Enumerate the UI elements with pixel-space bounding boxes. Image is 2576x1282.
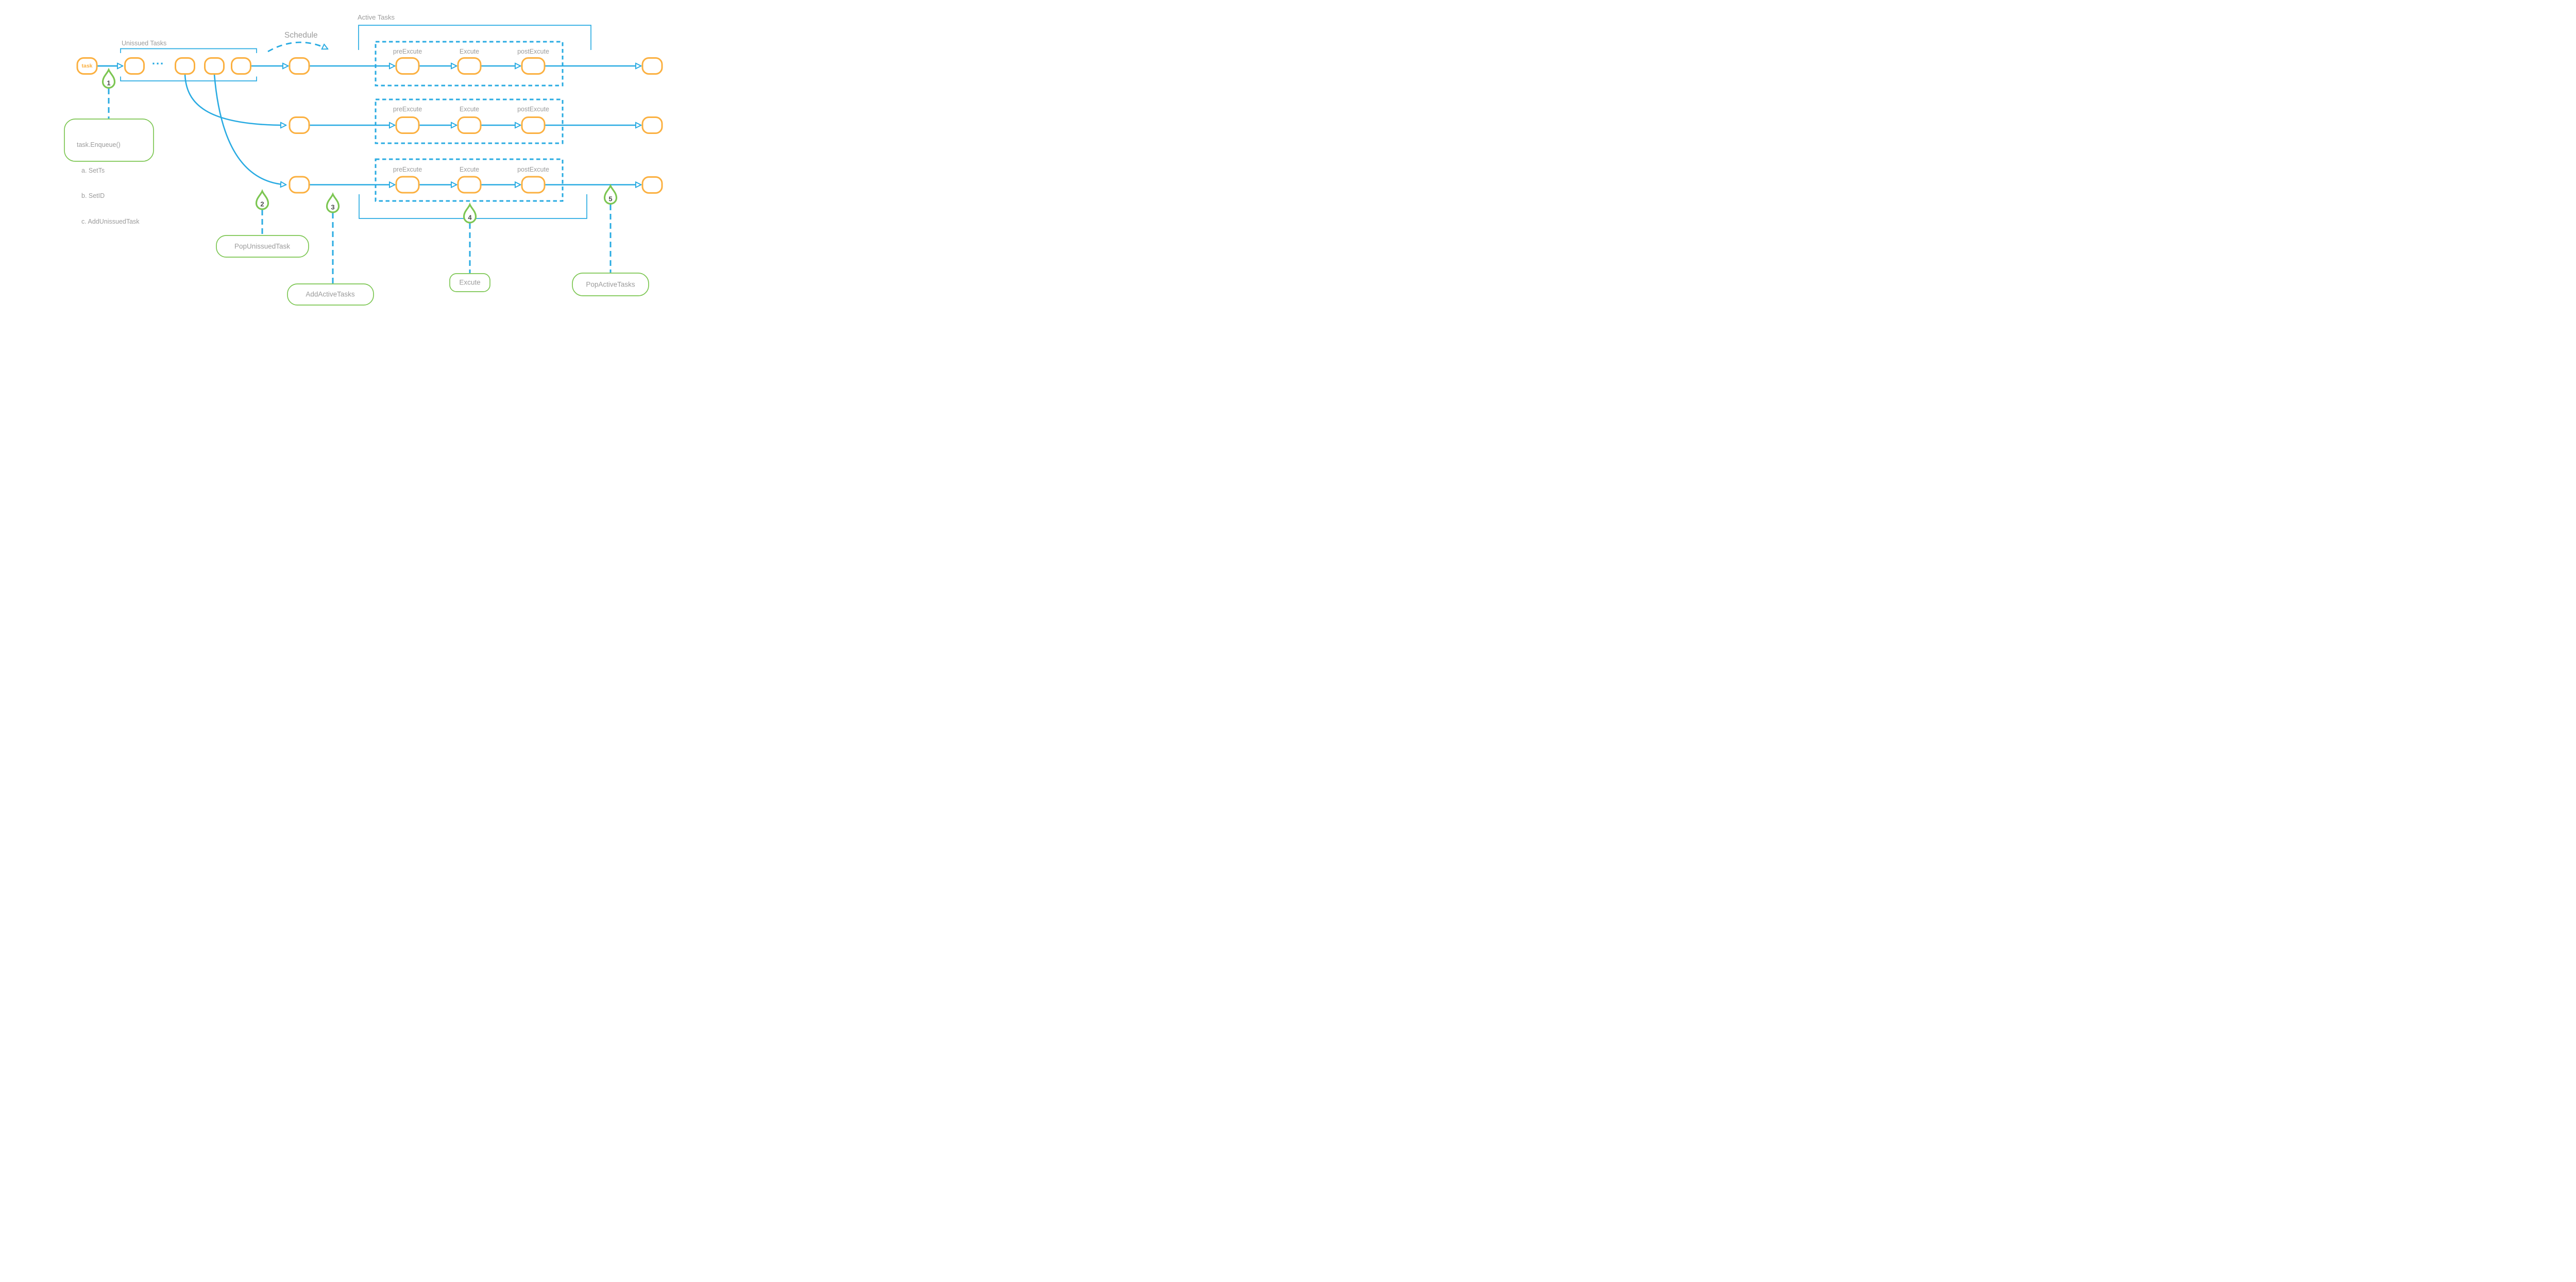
enqueue-line-4: c. AddUnissuedTask [81, 217, 140, 225]
pin-number-5: 5 [608, 195, 613, 203]
unissued-bracket-bottom [120, 76, 257, 81]
pipeline-box-row3 [375, 158, 564, 202]
diagram-canvas: Unissued Tasks Schedule Active Tasks tas… [0, 0, 778, 320]
node-excute-row1 [457, 57, 482, 75]
curve-queue-to-row3 [213, 74, 286, 185]
callout-box-popactive [572, 273, 649, 296]
node-preexcute-row3 [395, 176, 420, 194]
task-node-label: task [81, 63, 93, 69]
stage-label-pre-row1: preExcute [393, 48, 422, 56]
pin-number-2: 2 [260, 200, 264, 208]
unissued-bracket-top [120, 48, 257, 53]
node-end-row3 [641, 176, 663, 194]
stage-label-post-row1: postExcute [517, 48, 549, 56]
stage-label-post-row3: postExcute [517, 166, 549, 174]
unissued-tasks-label: Unissued Tasks [122, 40, 167, 47]
pin-number-4: 4 [468, 213, 472, 222]
stage-label-exc-row1: Excute [459, 48, 480, 56]
callout-box-popunissued [216, 235, 309, 258]
active-tasks-label: Active Tasks [358, 13, 395, 21]
node-queue-4 [231, 57, 251, 75]
pin-2 [255, 189, 269, 210]
pin-1 [101, 68, 116, 89]
enqueue-line-1: task.Enqueue() [77, 141, 121, 148]
node-postexcute-row3 [521, 176, 546, 194]
stage-label-exc-row3: Excute [459, 166, 480, 174]
callout-box-addactive [287, 283, 374, 306]
callout-box-excute [449, 273, 490, 292]
callout-box-enqueue [64, 119, 154, 162]
callout-text-popactive: PopActiveTasks [586, 280, 635, 289]
node-end-row2 [641, 116, 663, 134]
node-excute-row2 [457, 116, 482, 134]
node-schedule-row2 [289, 116, 310, 134]
callout-text-excute: Excute [459, 278, 481, 286]
pipeline-box-row1 [375, 41, 564, 87]
node-postexcute-row1 [521, 57, 546, 75]
pipeline-box-row2 [375, 98, 564, 144]
node-queue-2 [175, 57, 195, 75]
callout-text-addactive: AddActiveTasks [306, 290, 355, 298]
node-queue-1 [124, 57, 145, 75]
pin-5 [603, 183, 618, 205]
node-queue-3 [204, 57, 225, 75]
schedule-arc-arrow [267, 41, 328, 53]
stage-label-post-row2: postExcute [517, 106, 549, 113]
diagram-shapes [64, 25, 663, 306]
callout-text-popunissued: PopUnissuedTask [234, 242, 291, 250]
node-schedule-row1 [289, 57, 310, 75]
active-tasks-bracket-top [358, 25, 591, 50]
enqueue-line-2: a. SetTs [81, 166, 105, 174]
stage-label-pre-row3: preExcute [393, 166, 422, 174]
stage-label-pre-row2: preExcute [393, 106, 422, 113]
queue-ellipsis: ... [151, 54, 165, 67]
curve-queue-to-row2 [184, 74, 286, 126]
pin-number-3: 3 [331, 203, 335, 211]
schedule-label: Schedule [284, 31, 318, 40]
node-end-row1 [641, 57, 663, 75]
pin-3 [326, 192, 340, 213]
node-schedule-row3 [289, 176, 310, 194]
callout-text-enqueue: task.Enqueue() a. SetTs b. SetID c. AddU… [77, 124, 140, 234]
pin-4 [463, 203, 477, 224]
pin-number-1: 1 [107, 79, 111, 87]
enqueue-line-3: b. SetID [81, 192, 105, 199]
node-preexcute-row1 [395, 57, 420, 75]
node-excute-row3 [457, 176, 482, 194]
node-postexcute-row2 [521, 116, 546, 134]
node-task [76, 57, 98, 75]
node-preexcute-row2 [395, 116, 420, 134]
stage-label-exc-row2: Excute [459, 106, 480, 113]
